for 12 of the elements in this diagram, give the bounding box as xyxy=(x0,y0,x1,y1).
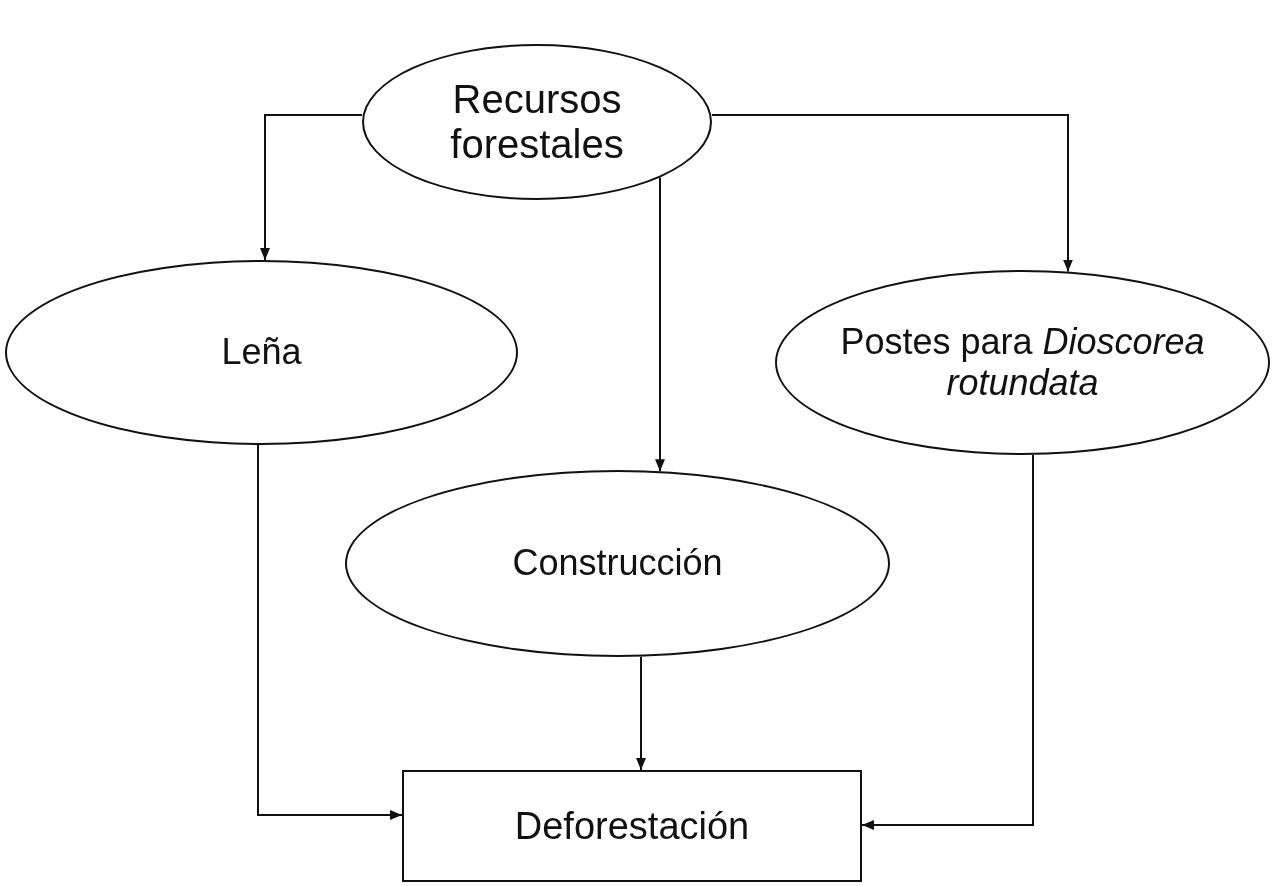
process-box xyxy=(402,770,862,882)
arrow xyxy=(861,453,1034,830)
node-label: Postes para Dioscorea rotundata xyxy=(839,322,1206,403)
node-label: Leña xyxy=(220,332,303,373)
node-label: Recursos forestales xyxy=(449,77,625,167)
arrow xyxy=(655,176,665,473)
arrow xyxy=(711,114,1073,273)
arrow xyxy=(260,114,363,261)
node-label: Deforestación xyxy=(513,804,751,848)
node-label: Construcción xyxy=(511,543,724,584)
arrow xyxy=(257,444,403,820)
arrow xyxy=(636,655,646,771)
